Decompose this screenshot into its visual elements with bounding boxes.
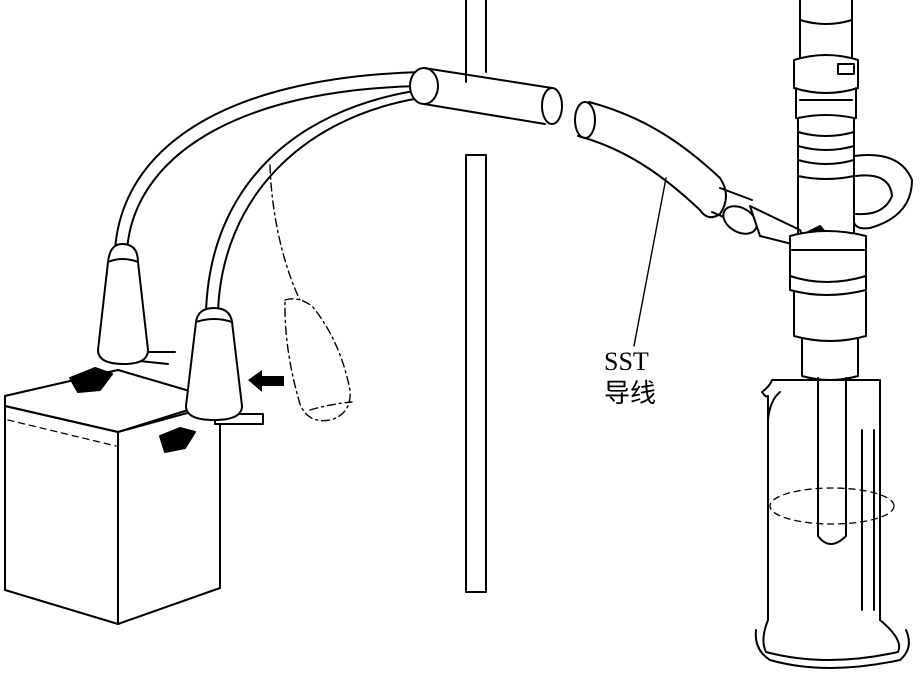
stand-rod <box>465 0 487 593</box>
beaker <box>754 379 910 669</box>
callout-leader <box>633 177 667 347</box>
probe-assembly <box>789 0 913 545</box>
clip-right <box>185 307 243 421</box>
clip-left <box>97 243 149 365</box>
callout-line-2: 导线 <box>604 379 657 408</box>
arrow-icon <box>248 370 284 392</box>
cable-left <box>114 71 421 251</box>
sst-wire-label: SST 导线 <box>604 346 656 410</box>
cable-to-probe <box>574 101 753 227</box>
cable-right <box>205 89 421 313</box>
ghost-clip <box>269 164 353 422</box>
callout-line-1: SST <box>604 347 649 376</box>
cable-junction <box>409 67 563 125</box>
